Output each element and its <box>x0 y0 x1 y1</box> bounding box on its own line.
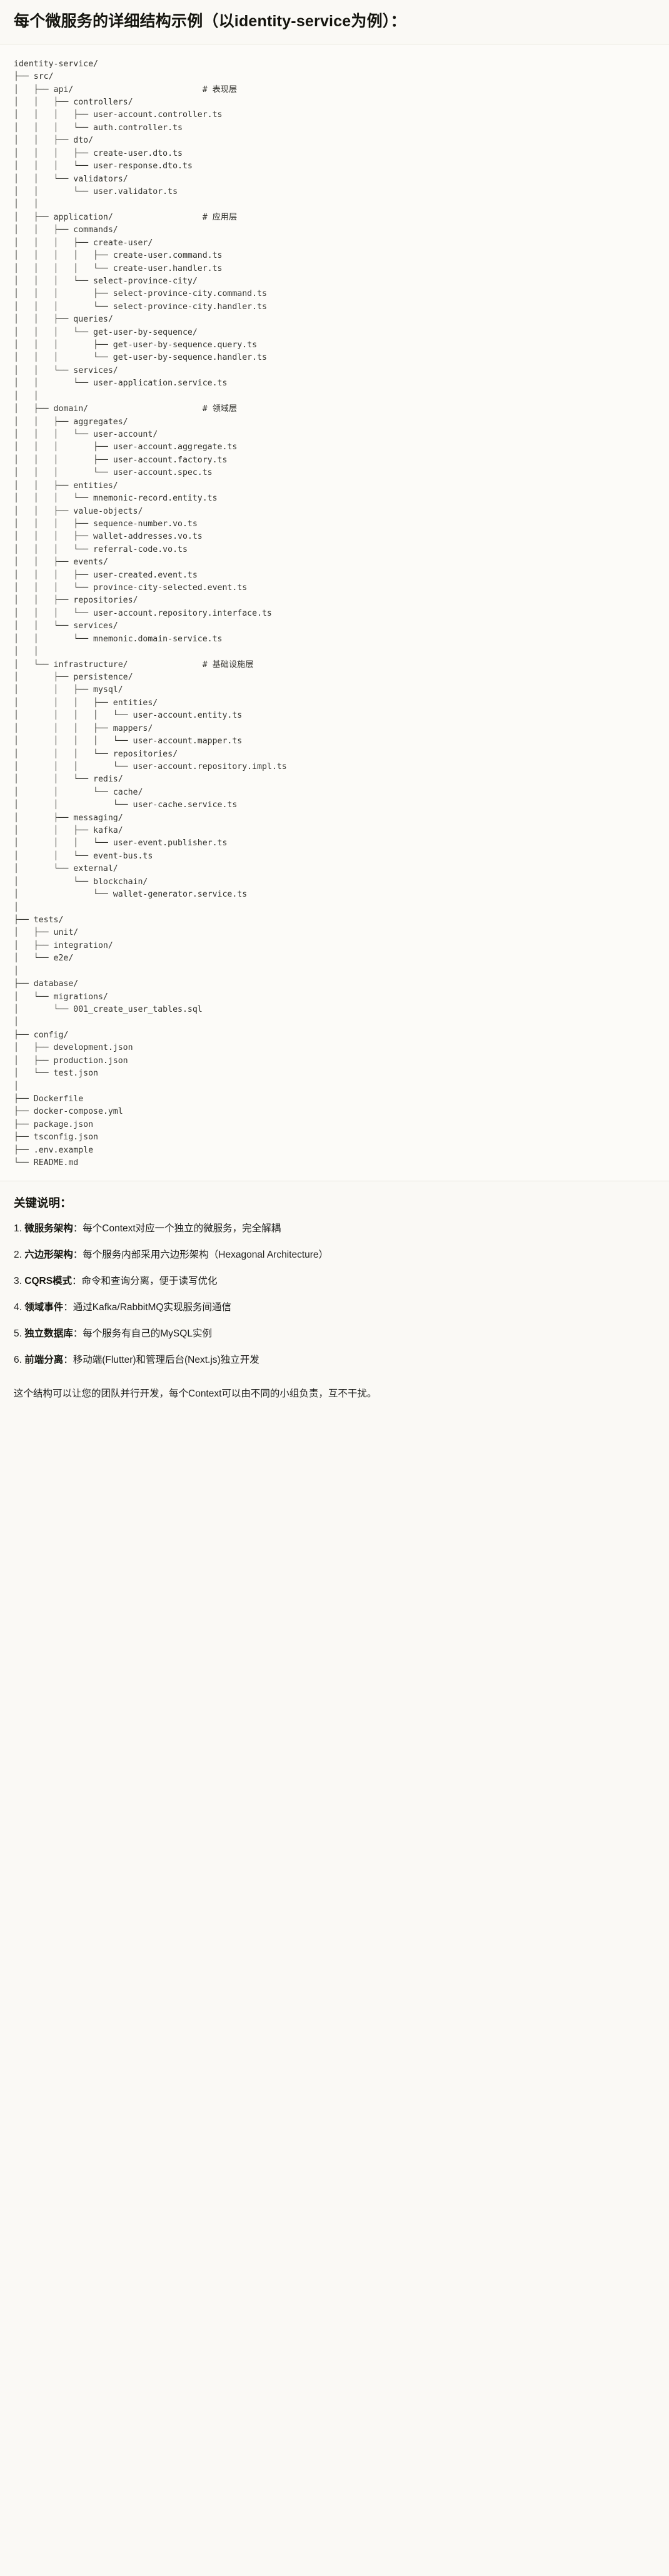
key-point-desc: ：移动端(Flutter)和管理后台(Next.js)独立开发 <box>63 1355 259 1366</box>
key-point-term: 领域事件 <box>24 1302 64 1313</box>
closing-note: 这个结构可以让您的团队并行开发，每个Context可以由不同的小组负责，互不干扰… <box>14 1388 377 1400</box>
key-point-desc: ：每个Context对应一个独立的微服务，完全解耦 <box>73 1223 281 1235</box>
key-point-desc: ：每个服务有自己的MySQL实例 <box>73 1328 212 1340</box>
directory-tree-block: identity-service/ ├── src/ │ ├── api/ # … <box>0 43 669 1182</box>
key-point-term: 六边形架构 <box>24 1250 73 1261</box>
list-item: CQRS模式：命令和查询分离，便于读写优化 <box>14 1274 655 1289</box>
list-item: 六边形架构：每个服务内部采用六边形架构（Hexagonal Architectu… <box>14 1248 655 1263</box>
list-item: 领域事件：通过Kafka/RabbitMQ实现服务间通信 <box>14 1300 655 1315</box>
key-point-term: 独立数据库 <box>24 1328 73 1340</box>
directory-tree: identity-service/ ├── src/ │ ├── api/ # … <box>14 59 287 1168</box>
key-points-title: 关键说明： <box>14 1196 72 1210</box>
key-points-section: 关键说明： 微服务架构：每个Context对应一个独立的微服务，完全解耦 六边形… <box>0 1181 669 1383</box>
list-item: 独立数据库：每个服务有自己的MySQL实例 <box>14 1326 655 1341</box>
page-title: 每个微服务的详细结构示例（以identity-service为例）： <box>14 13 406 30</box>
list-item: 微服务架构：每个Context对应一个独立的微服务，完全解耦 <box>14 1221 655 1236</box>
key-point-term: 微服务架构 <box>24 1223 73 1235</box>
key-point-term: CQRS模式 <box>24 1276 73 1287</box>
key-points-list: 微服务架构：每个Context对应一个独立的微服务，完全解耦 六边形架构：每个服… <box>14 1221 655 1368</box>
key-point-desc: ：命令和查询分离，便于读写优化 <box>72 1276 218 1287</box>
key-point-term: 前端分离 <box>24 1355 64 1366</box>
key-point-desc: ：通过Kafka/RabbitMQ实现服务间通信 <box>63 1302 231 1313</box>
document-page: 每个微服务的详细结构示例（以identity-service为例）： ident… <box>0 0 669 1417</box>
key-point-desc: ：每个服务内部采用六边形架构（Hexagonal Architecture） <box>73 1250 329 1261</box>
list-item: 前端分离：移动端(Flutter)和管理后台(Next.js)独立开发 <box>14 1353 655 1368</box>
